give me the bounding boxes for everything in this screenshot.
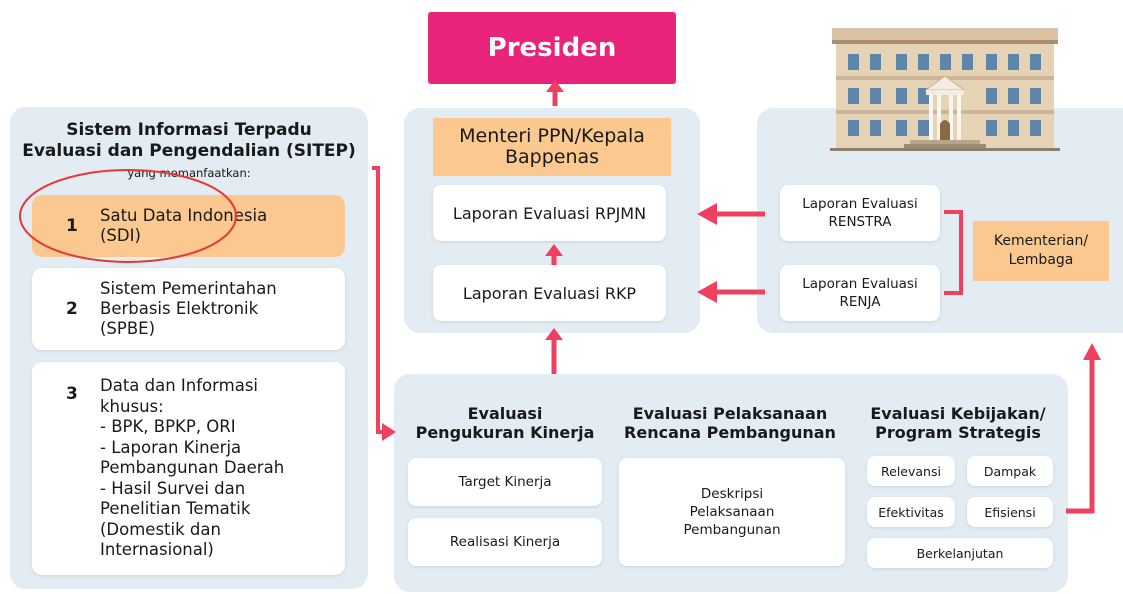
building-illustration-icon: [830, 28, 1060, 151]
president-label: Presiden: [487, 33, 617, 63]
arrowhead-kementerian: [1083, 343, 1101, 360]
target-kinerja-label: Target Kinerja: [458, 474, 552, 490]
dampak-label: Dampak: [983, 463, 1037, 479]
spbe-line2: Berbasis Elektronik: [100, 299, 259, 318]
rkp-report-label: Laporan Evaluasi RKP: [462, 283, 637, 303]
source-item-label: Satu Data Indonesia (SDI): [100, 206, 267, 246]
col1-title-line1: Evaluasi: [467, 404, 543, 423]
dampak-box: Dampak: [967, 456, 1053, 486]
relevansi-box: Relevansi: [867, 456, 955, 486]
deskripsi-line2: Pelaksanaan: [689, 504, 775, 520]
col3-title-line2: Program Strategis: [875, 423, 1041, 442]
source-item-spbe: 2 Sistem Pemerintahan Berbasis Elektroni…: [32, 268, 345, 350]
col2-title-line1: Evaluasi Pelaksanaan: [632, 404, 828, 423]
rpjmn-report-label: Laporan Evaluasi RPJMN: [452, 203, 647, 223]
khusus-line4: - Laporan Kinerja: [100, 437, 242, 457]
khusus-line3: - BPK, BPKP, ORI: [100, 417, 236, 436]
renja-line1: Laporan Evaluasi: [802, 276, 918, 292]
renstra-line2: RENSTRA: [828, 214, 892, 230]
efektivitas-box: Efektivitas: [867, 497, 955, 527]
realisasi-kinerja-box: Realisasi Kinerja: [408, 518, 602, 566]
efisiensi-box: Efisiensi: [967, 497, 1053, 527]
arrowhead-rpjmn-left: [697, 203, 717, 225]
relevansi-label: Relevansi: [881, 463, 941, 479]
president-box: Presiden: [428, 12, 676, 84]
rkp-report-box: Laporan Evaluasi RKP: [433, 265, 666, 321]
renstra-report-box: Laporan Evaluasi RENSTRA: [780, 185, 940, 241]
realisasi-kinerja-label: Realisasi Kinerja: [449, 534, 561, 550]
khusus-line7: Penelitian Tematik: [100, 499, 251, 518]
arrowhead-rpjmn: [545, 244, 563, 256]
khusus-line1: Data dan Informasi: [100, 376, 259, 395]
source-item-label: Sistem Pemerintahan Berbasis Elektronik …: [100, 279, 277, 339]
col3-title-line1: Evaluasi Kebijakan/: [870, 404, 1046, 423]
efisiensi-label: Efisiensi: [984, 504, 1036, 520]
renstra-line1: Laporan Evaluasi: [802, 196, 918, 212]
arrowhead-rkp-left: [697, 281, 717, 303]
col2-title: Evaluasi Pelaksanaan Rencana Pembangunan: [612, 404, 848, 442]
col2-title-line2: Rencana Pembangunan: [624, 423, 836, 442]
sdi-highlight-circle: [19, 169, 237, 263]
menteri-box: Menteri PPN/Kepala Bappenas: [433, 118, 671, 176]
kementerian-lembaga-box: Kementerian/ Lembaga: [973, 221, 1109, 281]
source-item-number: 2: [66, 299, 78, 319]
renja-report-box: Laporan Evaluasi RENJA: [780, 265, 940, 321]
renstra-renja-bracket: [944, 210, 963, 295]
sitep-subtitle: yang memanfaatkan:: [127, 166, 251, 180]
source-item-data-khusus: 3 Data dan Informasi khusus: - BPK, BPKP…: [32, 362, 345, 575]
source-item-number: 1: [66, 216, 78, 236]
source-item-label: Data dan Informasi khusus: - BPK, BPKP, …: [100, 376, 284, 561]
sitep-title-line1: Sistem Informasi Terpadu: [66, 120, 312, 140]
menteri-line1: Menteri PPN/Kepala: [459, 125, 645, 147]
arrow-evaluasi-to-kementerian: [1066, 360, 1095, 514]
menteri-line2: Bappenas: [504, 146, 600, 168]
berkelanjutan-box: Berkelanjutan: [867, 538, 1053, 568]
arrowhead-evaluasi-in: [382, 423, 396, 441]
target-kinerja-box: Target Kinerja: [408, 458, 602, 506]
sdi-line2: (SDI): [100, 226, 141, 245]
khusus-line6: - Hasil Survei dan: [100, 478, 246, 498]
source-item-sdi: 1 Satu Data Indonesia (SDI): [32, 195, 345, 257]
col1-title-line2: Pengukuran Kinerja: [415, 423, 595, 442]
khusus-line2: khusus:: [100, 396, 164, 416]
khusus-line5: Pembangunan Daerah: [100, 458, 285, 477]
col3-title: Evaluasi Kebijakan/ Program Strategis: [854, 404, 1062, 442]
deskripsi-box: Deskripsi Pelaksanaan Pembangunan: [619, 458, 845, 566]
spbe-line3: (SPBE): [100, 319, 156, 338]
arrowhead-bappenas: [545, 328, 563, 340]
arrow-sitep-to-evaluasi: [372, 166, 382, 434]
sitep-title-line2: Evaluasi dan Pengendalian (SITEP): [22, 141, 356, 161]
source-item-number: 3: [66, 384, 78, 404]
deskripsi-line3: Pembangunan: [683, 522, 781, 538]
sitep-title: Sistem Informasi Terpadu Evaluasi dan Pe…: [10, 120, 368, 162]
kl-line1: Kementerian/: [993, 233, 1089, 249]
khusus-line8: (Domestik dan: [100, 519, 221, 539]
sdi-line1: Satu Data Indonesia: [100, 206, 268, 225]
rpjmn-report-box: Laporan Evaluasi RPJMN: [433, 185, 666, 241]
arrowhead-president: [546, 80, 564, 92]
spbe-line1: Sistem Pemerintahan: [100, 279, 277, 298]
khusus-line9: Internasional): [100, 540, 214, 559]
efektivitas-label: Efektivitas: [878, 504, 944, 520]
kl-line2: Lembaga: [1008, 252, 1074, 268]
col1-title: Evaluasi Pengukuran Kinerja: [400, 404, 610, 442]
renja-line2: RENJA: [839, 294, 881, 310]
berkelanjutan-label: Berkelanjutan: [916, 545, 1004, 561]
deskripsi-line1: Deskripsi: [700, 486, 764, 502]
